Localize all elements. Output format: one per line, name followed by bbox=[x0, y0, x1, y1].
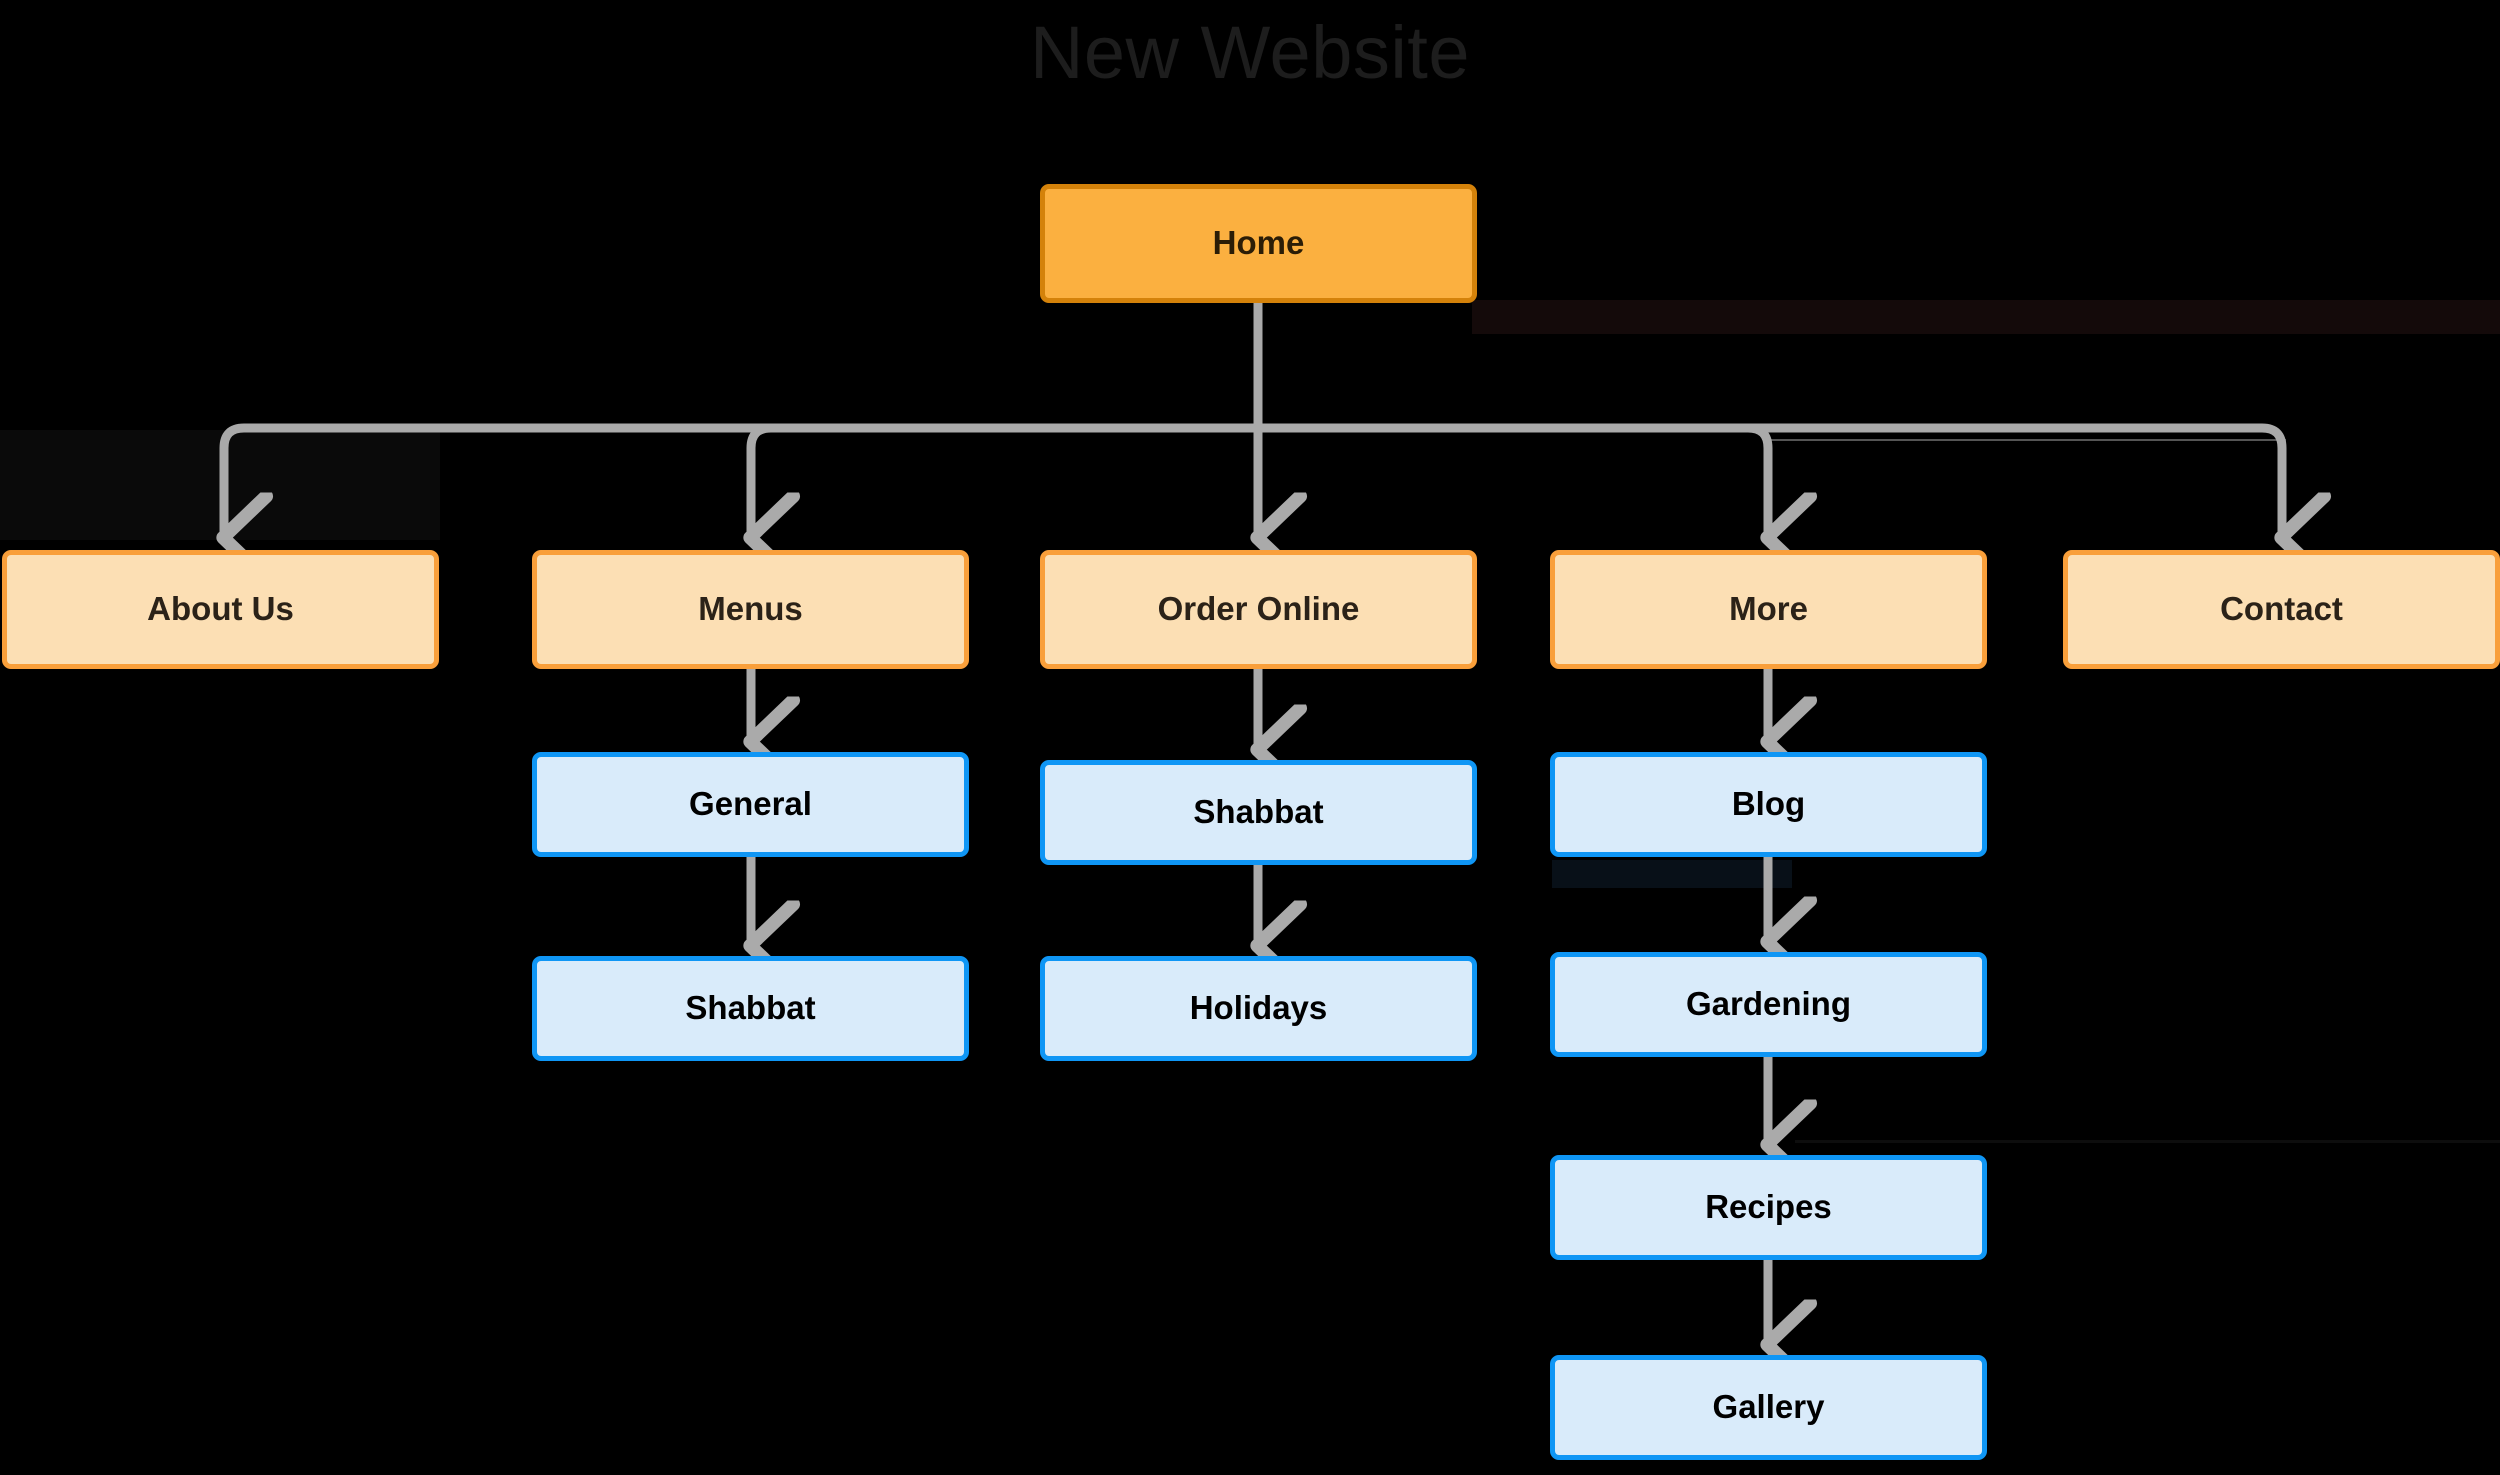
node-label: Gardening bbox=[1685, 985, 1852, 1023]
background-artifact bbox=[1472, 300, 2500, 334]
node-label: Shabbat bbox=[1193, 793, 1324, 831]
node-more[interactable]: More bbox=[1550, 550, 1987, 669]
node-more-gardening[interactable]: Gardening bbox=[1550, 952, 1987, 1057]
background-artifact bbox=[1795, 1140, 2500, 1143]
node-order-online[interactable]: Order Online bbox=[1040, 550, 1477, 669]
background-artifact bbox=[1552, 860, 1792, 888]
node-order-holidays[interactable]: Holidays bbox=[1040, 956, 1477, 1061]
node-menus[interactable]: Menus bbox=[532, 550, 969, 669]
node-label: Home bbox=[1212, 224, 1305, 262]
node-home[interactable]: Home bbox=[1040, 184, 1477, 303]
node-label: General bbox=[689, 785, 812, 823]
node-contact[interactable]: Contact bbox=[2063, 550, 2500, 669]
node-label: Shabbat bbox=[685, 989, 816, 1027]
node-label: About Us bbox=[147, 590, 294, 628]
node-label: Recipes bbox=[1705, 1188, 1832, 1226]
page-title: New Website bbox=[1029, 11, 1471, 94]
background-artifact bbox=[0, 430, 440, 540]
node-order-shabbat[interactable]: Shabbat bbox=[1040, 760, 1477, 865]
node-label: Blog bbox=[1731, 785, 1806, 823]
node-label: Contact bbox=[2220, 590, 2343, 628]
node-label: Menus bbox=[698, 590, 803, 628]
node-label: More bbox=[1729, 590, 1808, 628]
node-more-recipes[interactable]: Recipes bbox=[1550, 1155, 1987, 1260]
node-menus-general[interactable]: General bbox=[532, 752, 969, 857]
node-about-us[interactable]: About Us bbox=[2, 550, 439, 669]
node-more-gallery[interactable]: Gallery bbox=[1550, 1355, 1987, 1460]
node-label: Gallery bbox=[1712, 1388, 1825, 1426]
node-menus-shabbat[interactable]: Shabbat bbox=[532, 956, 969, 1061]
node-label: Holidays bbox=[1189, 989, 1328, 1027]
node-more-blog[interactable]: Blog bbox=[1550, 752, 1987, 857]
node-label: Order Online bbox=[1157, 590, 1360, 628]
